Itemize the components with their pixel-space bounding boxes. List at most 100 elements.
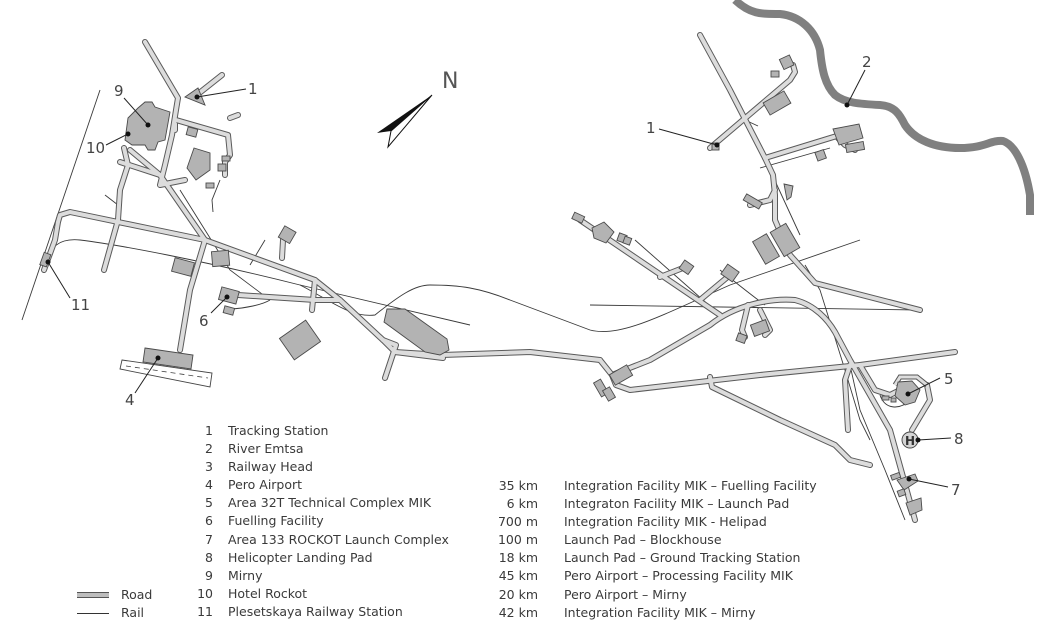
place-row: 11 Plesetskaya Railway Station — [195, 603, 449, 621]
marker-4: 4 — [125, 391, 135, 409]
place-number: 5 — [205, 495, 213, 511]
distance-row: 18 km Launch Pad – Ground Tracking Statio… — [490, 549, 817, 567]
distance-row: 35 km Integration Facility MIK – Fuelling… — [490, 477, 817, 495]
distance-route: Integration Facility MIK - Helipad — [564, 514, 767, 530]
place-number: 10 — [197, 585, 213, 601]
marker-8: 8 — [954, 430, 964, 448]
road-segment-fill — [598, 297, 917, 522]
distance-value: 6 km — [506, 496, 538, 512]
place-number: 9 — [205, 567, 213, 583]
distance-row: 6 km Integraton Facility MIK – Launch Pad — [490, 495, 817, 513]
road-segment-fill — [858, 363, 902, 397]
buildings: H — [39, 54, 929, 516]
road-segment-fill — [280, 238, 285, 260]
place-number: 4 — [205, 477, 213, 493]
distance-row: 700 m Integration Facility MIK - Helipad — [490, 513, 817, 531]
distance-route: Pero Airport – Mirny — [564, 586, 687, 602]
road-segment-fill — [910, 383, 932, 432]
place-number: 1 — [205, 423, 213, 438]
place-number: 8 — [205, 549, 213, 565]
road-segment-fill — [196, 73, 224, 96]
road-segment-fill — [708, 63, 797, 150]
road-segment-fill — [228, 113, 240, 120]
place-name: Pero Airport — [228, 477, 303, 493]
road-segment-fill — [310, 278, 317, 312]
marker-1-east: 1 — [646, 119, 656, 137]
marker-2: 2 — [862, 53, 872, 71]
key-road-label: Road — [121, 586, 153, 602]
place-name: Hotel Rockot — [228, 585, 308, 601]
road-segment-fill — [698, 33, 922, 312]
distance-row: 100 m Launch Pad – Blockhouse — [490, 531, 817, 549]
road-segment-fill — [128, 148, 602, 362]
place-number: 2 — [205, 441, 213, 457]
marker-10: 10 — [86, 139, 105, 157]
key-rail: Rail — [77, 604, 152, 622]
north-label: N — [442, 69, 458, 94]
marker-11: 11 — [71, 296, 90, 314]
distance-route: Integration Facility MIK – Mirny — [564, 604, 756, 620]
distance-value: 18 km — [498, 550, 538, 566]
place-row: 10 Hotel Rockot — [195, 585, 449, 603]
distance-route: Integration Facility MIK – Fuelling Faci… — [564, 478, 817, 493]
road-segment-fill — [763, 133, 842, 160]
road-segment-fill — [843, 363, 852, 432]
place-name: Plesetskaya Railway Station — [228, 603, 403, 619]
place-number: 11 — [197, 603, 213, 619]
place-name: Fuelling Facility — [228, 513, 324, 529]
place-name: Railway Head — [228, 459, 313, 475]
place-row: 1 Tracking Station — [195, 422, 449, 440]
place-name: Helicopter Landing Pad — [228, 549, 373, 565]
key-rail-label: Rail — [121, 604, 145, 620]
distance-value: 100 m — [497, 532, 538, 548]
building-pero-airport — [142, 347, 194, 370]
distances-legend: 35 km Integration Facility MIK – Fuelling… — [490, 477, 817, 622]
distance-value: 45 km — [498, 568, 538, 584]
place-row: 9 Mirny — [195, 567, 449, 585]
distance-value: 20 km — [498, 586, 538, 602]
distance-row: 20 km Pero Airport – Mirny — [490, 586, 817, 604]
place-row: 4 Pero Airport — [195, 476, 449, 494]
road-segment-fill — [708, 375, 872, 467]
line-key: Road Rail — [77, 586, 152, 622]
road-network — [41, 32, 958, 523]
distance-route: Launch Pad – Ground Tracking Station — [564, 550, 801, 566]
key-road: Road — [77, 586, 152, 604]
marker-5: 5 — [944, 370, 954, 388]
road-segment-fill — [381, 338, 398, 380]
place-name: Area 133 ROCKOT Launch Complex — [228, 531, 449, 547]
distance-value: 35 km — [498, 478, 538, 493]
distance-route: Launch Pad – Blockhouse — [564, 532, 722, 548]
place-number: 3 — [205, 459, 213, 475]
place-name: Area 32T Technical Complex MIK — [228, 495, 432, 511]
road-segment-fill — [102, 146, 130, 272]
river-emtsa — [732, 0, 1034, 215]
marker-7: 7 — [951, 481, 961, 499]
place-name: Tracking Station — [228, 423, 329, 438]
north-arrow: N — [377, 69, 458, 149]
marker-1-west: 1 — [248, 80, 258, 98]
road-segment-fill — [758, 308, 772, 337]
place-name: Mirny — [228, 567, 263, 583]
map-markers: 1 1 2 4 5 6 7 8 9 10 11 — [45, 53, 964, 499]
road-segment-fill — [42, 210, 207, 272]
building-central-facility — [383, 308, 450, 356]
distance-value: 700 m — [497, 514, 538, 530]
distance-route: Integraton Facility MIK – Launch Pad — [564, 496, 790, 512]
road-segment-fill — [143, 40, 187, 187]
place-row: 3 Railway Head — [195, 458, 449, 476]
road-segment-fill — [118, 160, 162, 177]
road-swatch — [77, 592, 109, 598]
helipad-h-label: H — [905, 434, 915, 448]
road-segment-fill — [236, 293, 342, 302]
marker-9: 9 — [114, 82, 124, 100]
place-row: 8 Helicopter Landing Pad — [195, 549, 449, 567]
north-arrow-icon — [377, 95, 432, 133]
